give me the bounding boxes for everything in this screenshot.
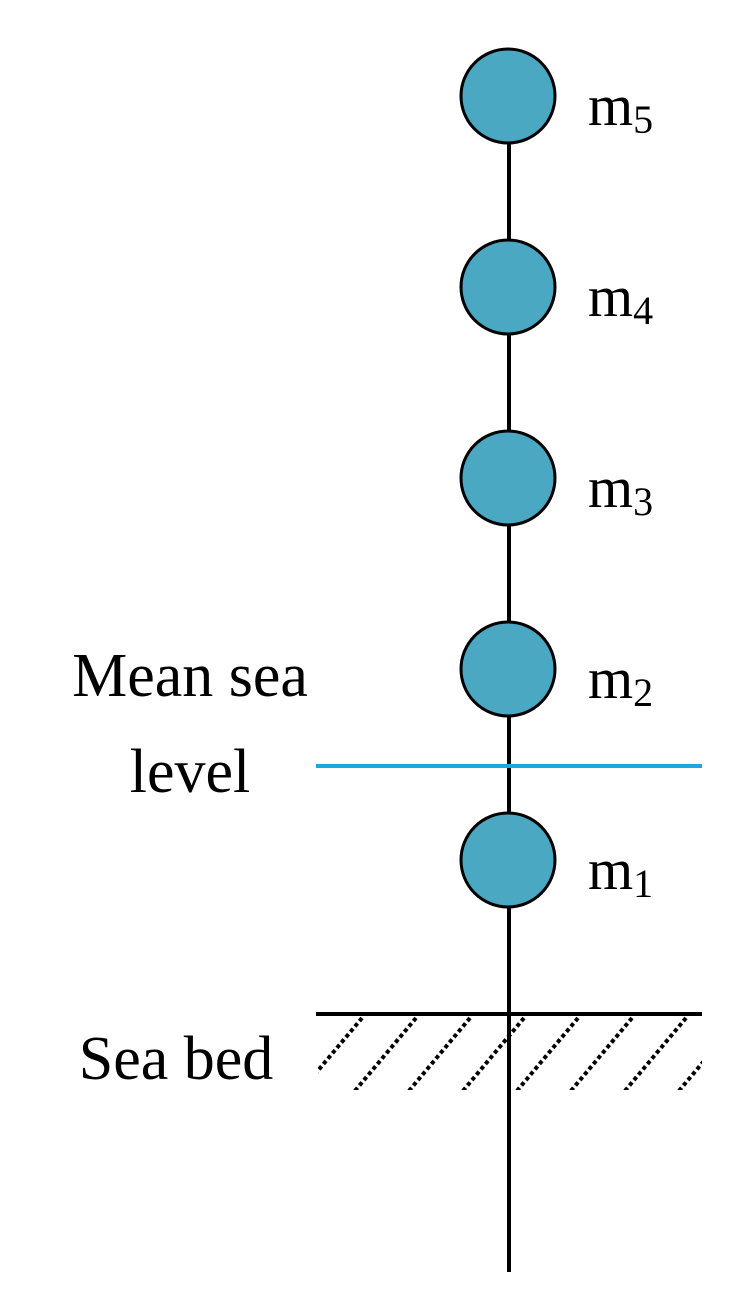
hatch-stroke — [515, 1016, 580, 1090]
mass-4-label: m4 — [588, 264, 653, 333]
mass-5-label: m5 — [588, 73, 653, 142]
mass-3-label: m3 — [588, 455, 653, 524]
mass-3-circle — [459, 429, 557, 527]
hatch-stroke — [623, 1016, 688, 1090]
mass-1-label: m1 — [588, 837, 653, 906]
mean-sea-level-label-line2: level — [130, 738, 251, 806]
mass-1-circle — [459, 811, 557, 909]
hatch-stroke — [353, 1016, 418, 1090]
mass-5-circle — [459, 47, 557, 145]
mean-sea-level-label-line1: Mean sea — [72, 642, 308, 710]
hatch-stroke — [677, 1060, 702, 1090]
hatch-stroke — [407, 1016, 472, 1090]
sea-bed-hatching — [318, 1016, 702, 1090]
mass-2: m2 — [459, 620, 653, 718]
mass-2-circle — [459, 620, 557, 718]
mass-2-label: m2 — [588, 646, 653, 715]
mass-4: m4 — [459, 238, 653, 336]
mass-1: m1 — [459, 811, 653, 909]
mass-group: m5 m4 m3 m2 m1 — [459, 47, 653, 909]
sea-bed-label: Sea bed — [79, 1025, 274, 1093]
hatch-stroke — [318, 1016, 364, 1074]
mass-3: m3 — [459, 429, 653, 527]
mass-5: m5 — [459, 47, 653, 145]
hatch-stroke — [461, 1016, 526, 1090]
mass-4-circle — [459, 238, 557, 336]
hatch-stroke — [569, 1016, 634, 1090]
